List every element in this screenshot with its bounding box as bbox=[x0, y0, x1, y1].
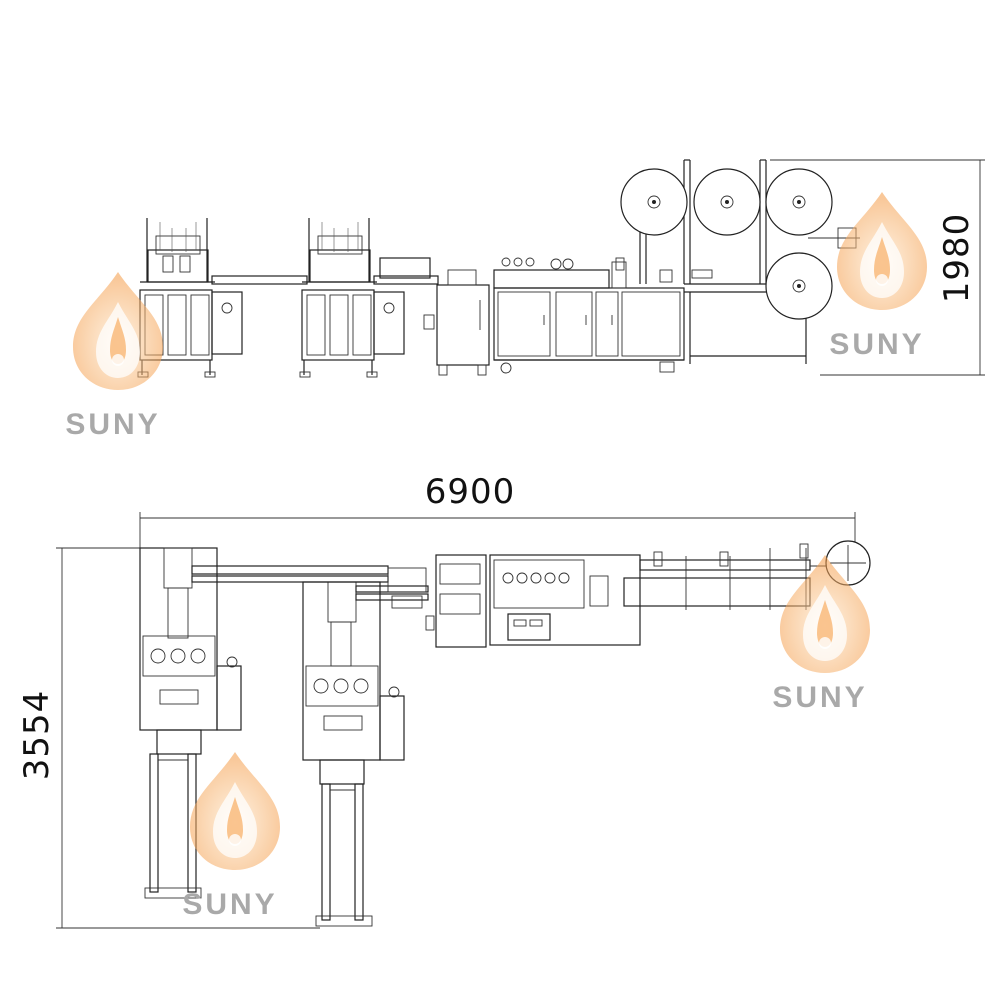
material-roll-1 bbox=[620, 168, 688, 236]
plan-view: 6900 3554 bbox=[17, 472, 871, 929]
control-cabinet-plan bbox=[425, 554, 487, 648]
control-cabinet-side bbox=[423, 269, 490, 376]
watermark-4: SUNY bbox=[182, 752, 280, 921]
width-dimension-label: 3554 bbox=[17, 690, 57, 781]
watermark-3-text: SUNY bbox=[772, 681, 867, 714]
transfer-conveyor-plan bbox=[191, 565, 429, 609]
material-roll-2 bbox=[693, 168, 761, 236]
watermark-3: SUNY bbox=[772, 555, 870, 714]
watermark-2-text: SUNY bbox=[829, 328, 924, 361]
side-elevation-view: 1980 bbox=[137, 159, 985, 378]
watermark-4-text: SUNY bbox=[182, 888, 277, 921]
main-forming-body-side bbox=[493, 257, 685, 374]
suny-flame-logo-icon bbox=[837, 192, 927, 310]
transfer-conveyor-1 bbox=[211, 275, 308, 285]
watermark-1-text: SUNY bbox=[65, 408, 160, 441]
ear-loop-station-1-plan bbox=[139, 547, 242, 899]
suny-flame-logo-icon bbox=[190, 752, 280, 870]
width-dimension: 3554 bbox=[17, 547, 320, 929]
material-roll-3 bbox=[765, 168, 833, 236]
height-dimension: 1980 bbox=[770, 159, 985, 376]
conveyor-cover bbox=[379, 257, 431, 279]
length-dimension-label: 6900 bbox=[425, 472, 516, 512]
material-roll-4 bbox=[765, 252, 833, 320]
main-forming-body-plan bbox=[489, 554, 641, 646]
ear-loop-station-2-side bbox=[299, 218, 405, 378]
transfer-conveyor-2 bbox=[373, 275, 439, 285]
watermark-1: SUNY bbox=[65, 272, 163, 441]
ear-loop-station-2-plan bbox=[302, 581, 405, 927]
watermark-2: SUNY bbox=[829, 192, 927, 361]
length-dimension: 6900 bbox=[139, 472, 856, 550]
height-dimension-label: 1980 bbox=[937, 213, 977, 304]
